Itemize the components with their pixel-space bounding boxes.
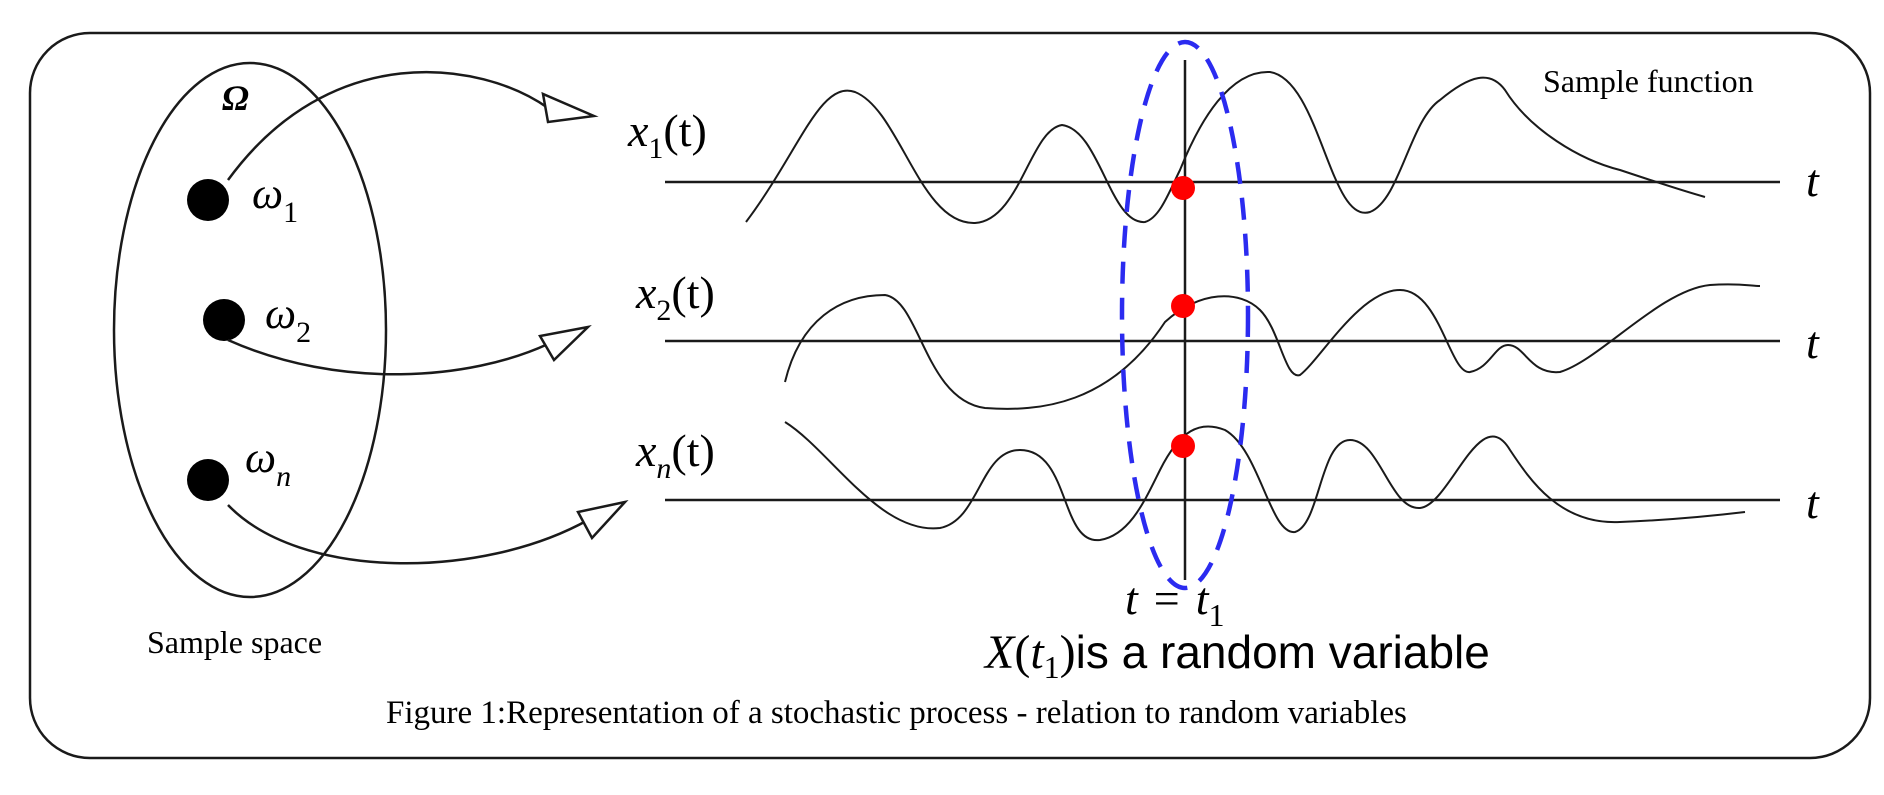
mapping-arrow-n [227,504,589,565]
sample-value-point-1 [1171,176,1195,200]
outer-frame [28,31,1872,760]
function-label-2: x2(t) [635,267,715,327]
time-axis-label-n: t [1806,477,1820,528]
time-axis-label-2: t [1806,317,1820,368]
mapping-arrow-2 [227,338,549,376]
arrowhead-2 [538,325,592,363]
outcome-point-2 [203,299,245,341]
omega-label: Ω [222,78,249,118]
outcome-label-1: ω1 [252,169,298,229]
random-variable-statement: X(t1)is a random variable [983,626,1490,685]
sample-function-curve-n [784,421,1746,542]
random-variable-highlight [1119,39,1251,591]
outcome-point-n [187,459,229,501]
arrowhead-n [576,499,629,541]
sample-value-point-n [1171,434,1195,458]
figure-caption: Figure 1:Representation of a stochastic … [386,695,1407,731]
time-axis-label-1: t [1806,155,1820,206]
outcome-label-2: ω2 [265,289,311,349]
function-label-1: x1(t) [627,105,707,165]
sample-function-curve-1 [745,70,1706,225]
sample-function-label: Sample function [1543,63,1754,99]
sample-value-point-2 [1171,294,1195,318]
sample-space-caption: Sample space [147,624,322,660]
arrowhead-1 [541,91,599,124]
time-marker-label: t=t1 [1125,573,1225,633]
sample-space-ellipse [112,61,388,599]
mapping-arrow-1 [226,70,549,181]
outcome-point-1 [187,179,229,221]
function-label-n: xn(t) [635,425,715,485]
sample-function-curve-2 [784,283,1761,410]
outcome-label-n: ωn [245,433,291,493]
